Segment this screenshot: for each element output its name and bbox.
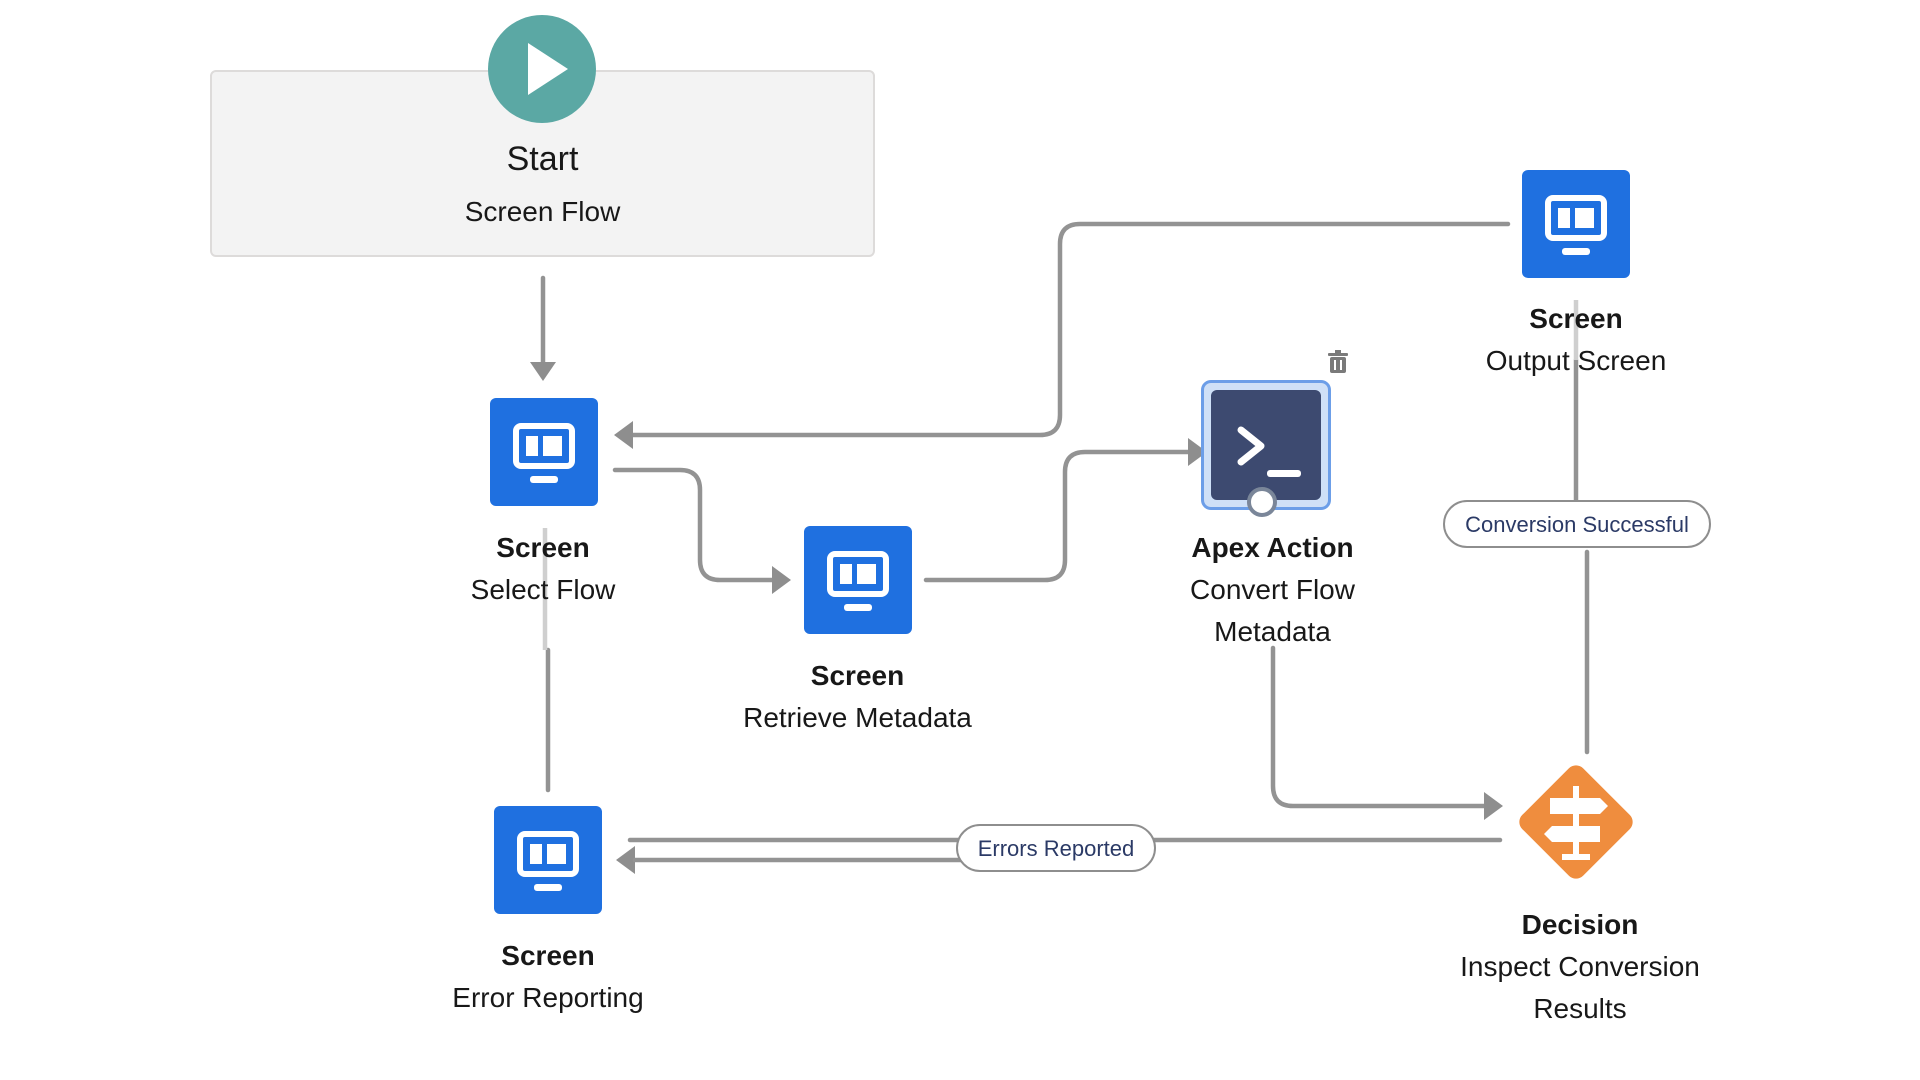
node-retrieve-metadata-label: Screen Retrieve Metadata — [700, 655, 1015, 739]
node-kind: Screen — [501, 940, 595, 971]
arrow-into-retrieve — [772, 566, 791, 594]
node-kind: Screen — [810, 660, 905, 691]
node-name: Output Screen — [1485, 345, 1667, 376]
screen-icon — [517, 831, 579, 891]
apex-connector-handle[interactable] — [1247, 487, 1277, 517]
node-name-line2: Results — [1533, 993, 1627, 1024]
trash-icon[interactable] — [1327, 350, 1349, 374]
connector-select-to-retrieve — [612, 467, 778, 583]
node-name-line1: Convert Flow — [1190, 574, 1355, 605]
node-name: Error Reporting — [452, 982, 644, 1013]
signpost-icon — [1544, 786, 1608, 860]
node-kind: Screen — [1529, 303, 1623, 334]
node-output-screen[interactable] — [1522, 170, 1630, 278]
connector-retrieve-to-apex — [923, 449, 1193, 583]
node-retrieve-metadata[interactable] — [804, 526, 912, 634]
screen-icon — [827, 551, 889, 611]
node-decision-label: Decision Inspect Conversion Results — [1430, 904, 1730, 1030]
start-play-icon — [488, 15, 596, 123]
screen-icon — [513, 423, 575, 483]
node-error-reporting[interactable] — [494, 806, 602, 914]
node-name-line2: Metadata — [1214, 616, 1331, 647]
connector-label-success[interactable]: Conversion Successful — [1443, 500, 1711, 548]
node-kind: Decision — [1521, 909, 1639, 940]
terminal-icon — [1211, 390, 1321, 500]
node-name-line1: Inspect Conversion — [1460, 951, 1700, 982]
node-kind: Screen — [496, 532, 590, 563]
start-title: Start — [506, 140, 579, 178]
node-kind: Apex Action — [1191, 532, 1354, 563]
node-name: Select Flow — [470, 574, 616, 605]
node-select-flow-label: Screen Select Flow — [443, 527, 643, 611]
connector-label-errors[interactable]: Errors Reported — [956, 824, 1156, 872]
arrow-into-decision — [1484, 792, 1503, 820]
node-decision[interactable] — [1500, 746, 1652, 898]
screen-icon — [1545, 195, 1607, 255]
arrow-into-select-top — [530, 362, 556, 381]
arrow-into-error — [616, 846, 635, 874]
node-name: Retrieve Metadata — [743, 702, 972, 733]
node-error-reporting-label: Screen Error Reporting — [418, 935, 678, 1019]
node-apex-action-label: Apex Action Convert Flow Metadata — [1130, 527, 1415, 653]
arrow-into-apex — [1188, 438, 1207, 466]
connector-apex-to-decision — [1270, 645, 1488, 809]
node-select-flow[interactable] — [490, 398, 598, 506]
arrow-into-select-right — [614, 421, 633, 449]
node-output-screen-label: Screen Output Screen — [1436, 298, 1716, 382]
connector-output-to-select — [627, 221, 1511, 438]
start-subtitle: Screen Flow — [464, 196, 621, 227]
